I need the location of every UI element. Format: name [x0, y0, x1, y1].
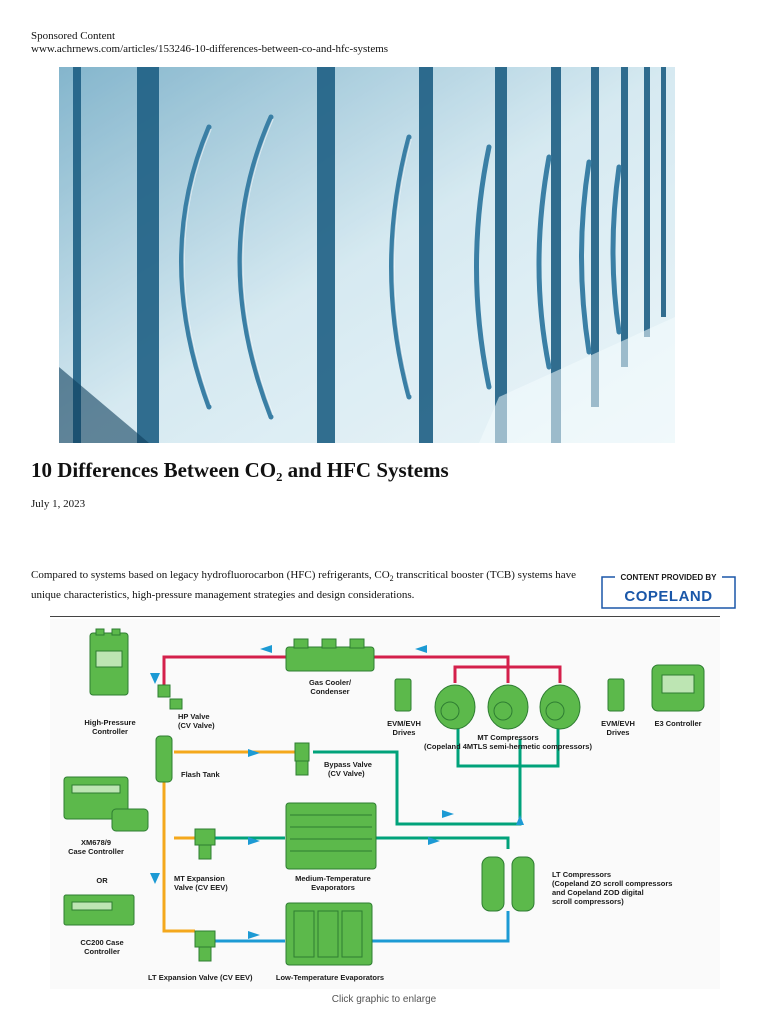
intro-text-part1: Compared to systems based on legacy hydr… — [31, 569, 390, 581]
label-evm-left-1: EVM/EVH — [387, 719, 421, 728]
sponsor-top-text: CONTENT PROVIDED BY — [620, 573, 717, 582]
label-bypass-1: Bypass Valve — [324, 760, 372, 769]
label-e3-controller: E3 Controller — [654, 719, 701, 728]
sponsor-brand-text: COPELAND — [624, 588, 712, 605]
label-lt-evap: Low-Temperature Evaporators — [276, 973, 384, 982]
label-lt-comp-3: and Copeland ZOD digital — [552, 888, 644, 897]
label-gas-cooler-1: Gas Cooler/ — [309, 678, 352, 687]
divider — [50, 616, 720, 617]
label-mt-comp-1: MT Compressors — [477, 733, 538, 742]
label-evm-right-2: Drives — [607, 728, 630, 737]
hero-image — [59, 67, 675, 443]
label-cc200-1: CC200 Case — [80, 938, 123, 947]
label-hp-valve-1: HP Valve — [178, 712, 210, 721]
label-mt-exp-2: Valve (CV EEV) — [174, 883, 228, 892]
label-bypass-2: (CV Valve) — [328, 769, 365, 778]
label-lt-comp-4: scroll compressors) — [552, 897, 624, 906]
label-hp-valve-2: (CV Valve) — [178, 721, 215, 730]
label-gas-cooler-2: Condenser — [310, 687, 349, 696]
label-mt-evap-1: Medium-Temperature — [295, 874, 371, 883]
label-lt-exp: LT Expansion Valve (CV EEV) — [148, 973, 253, 982]
label-mt-exp-1: MT Expansion — [174, 874, 225, 883]
article-intro: Compared to systems based on legacy hydr… — [31, 567, 586, 603]
co2-system-diagram[interactable]: High-Pressure Controller HP Valve (CV Va… — [50, 619, 720, 989]
label-hp-controller-1: High-Pressure — [84, 718, 135, 727]
article-date: July 1, 2023 — [31, 498, 86, 510]
label-evm-right-1: EVM/EVH — [601, 719, 635, 728]
diagram-caption[interactable]: Click graphic to enlarge — [331, 994, 437, 1005]
label-evm-left-2: Drives — [393, 728, 416, 737]
label-mt-comp-2: (Copeland 4MTLS semi-hermetic compressor… — [424, 742, 592, 751]
intro-text-part2: transcritical booster (TCB) systems have… — [31, 569, 577, 602]
article-title: 10 Differences Between CO₂ and HFC Syste… — [31, 458, 449, 482]
intro-subscript: 2 — [389, 574, 394, 584]
article-url-link[interactable]: www.achrnews.com/articles/153246-10-diff… — [31, 43, 389, 55]
label-hp-controller-2: Controller — [92, 727, 128, 736]
label-mt-evap-2: Evaporators — [311, 883, 355, 892]
label-cc200-2: Controller — [84, 947, 120, 956]
label-xm-2: Case Controller — [68, 847, 124, 856]
sponsor-logo-copeland[interactable]: CONTENT PROVIDED BY COPELAND — [601, 571, 736, 609]
label-lt-comp-1: LT Compressors — [552, 870, 611, 879]
label-or: OR — [96, 876, 108, 885]
label-flash-tank: Flash Tank — [181, 770, 220, 779]
label-xm-1: XM678/9 — [81, 838, 111, 847]
label-lt-comp-2: (Copeland ZO scroll compressors — [552, 879, 672, 888]
sponsored-label: Sponsored Content — [31, 30, 116, 42]
